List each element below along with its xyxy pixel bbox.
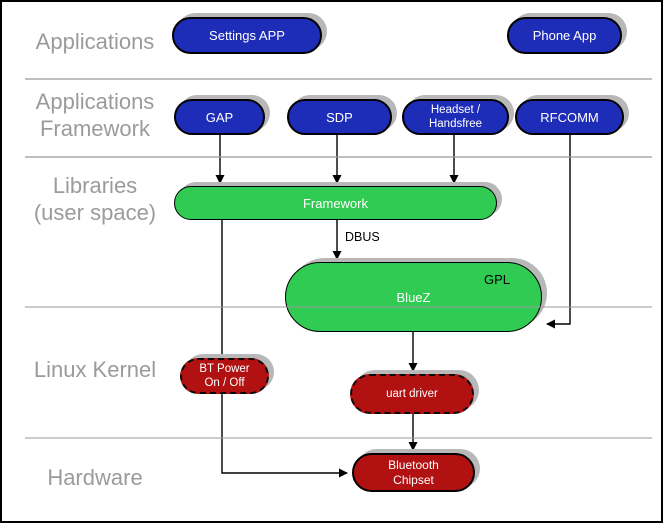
node-rfcomm: RFCOMM [515, 99, 624, 135]
node-bt-power-on-off: BT Power On / Off [180, 358, 269, 394]
layer-label-linux-kernel: Linux Kernel [33, 357, 157, 382]
annotation-gpl: GPL [484, 272, 511, 287]
layer-label-applications: Applications [35, 29, 155, 54]
layer-label-hardware: Hardware [47, 465, 143, 490]
node-bluetooth-chipset: Bluetooth Chipset [352, 453, 475, 492]
edge-rfcomm-to-bluez [546, 135, 571, 329]
edge-framework-to-chipset [221, 220, 348, 478]
node-settings-app: Settings APP [172, 17, 322, 54]
node-gap: GAP [174, 99, 265, 135]
edge-label-dbus: DBUS [345, 230, 380, 244]
node-headset-handsfree: Headset / Handsfree [402, 99, 509, 135]
layer-label-applications-framework: Applications Framework [35, 89, 155, 141]
node-sdp: SDP [287, 99, 392, 135]
layer-label-libraries-user-space: Libraries (user space) [33, 173, 157, 225]
node-phone-app: Phone App [507, 17, 622, 54]
node-uart-driver: uart driver [350, 374, 474, 414]
node-framework: Framework [174, 186, 497, 220]
